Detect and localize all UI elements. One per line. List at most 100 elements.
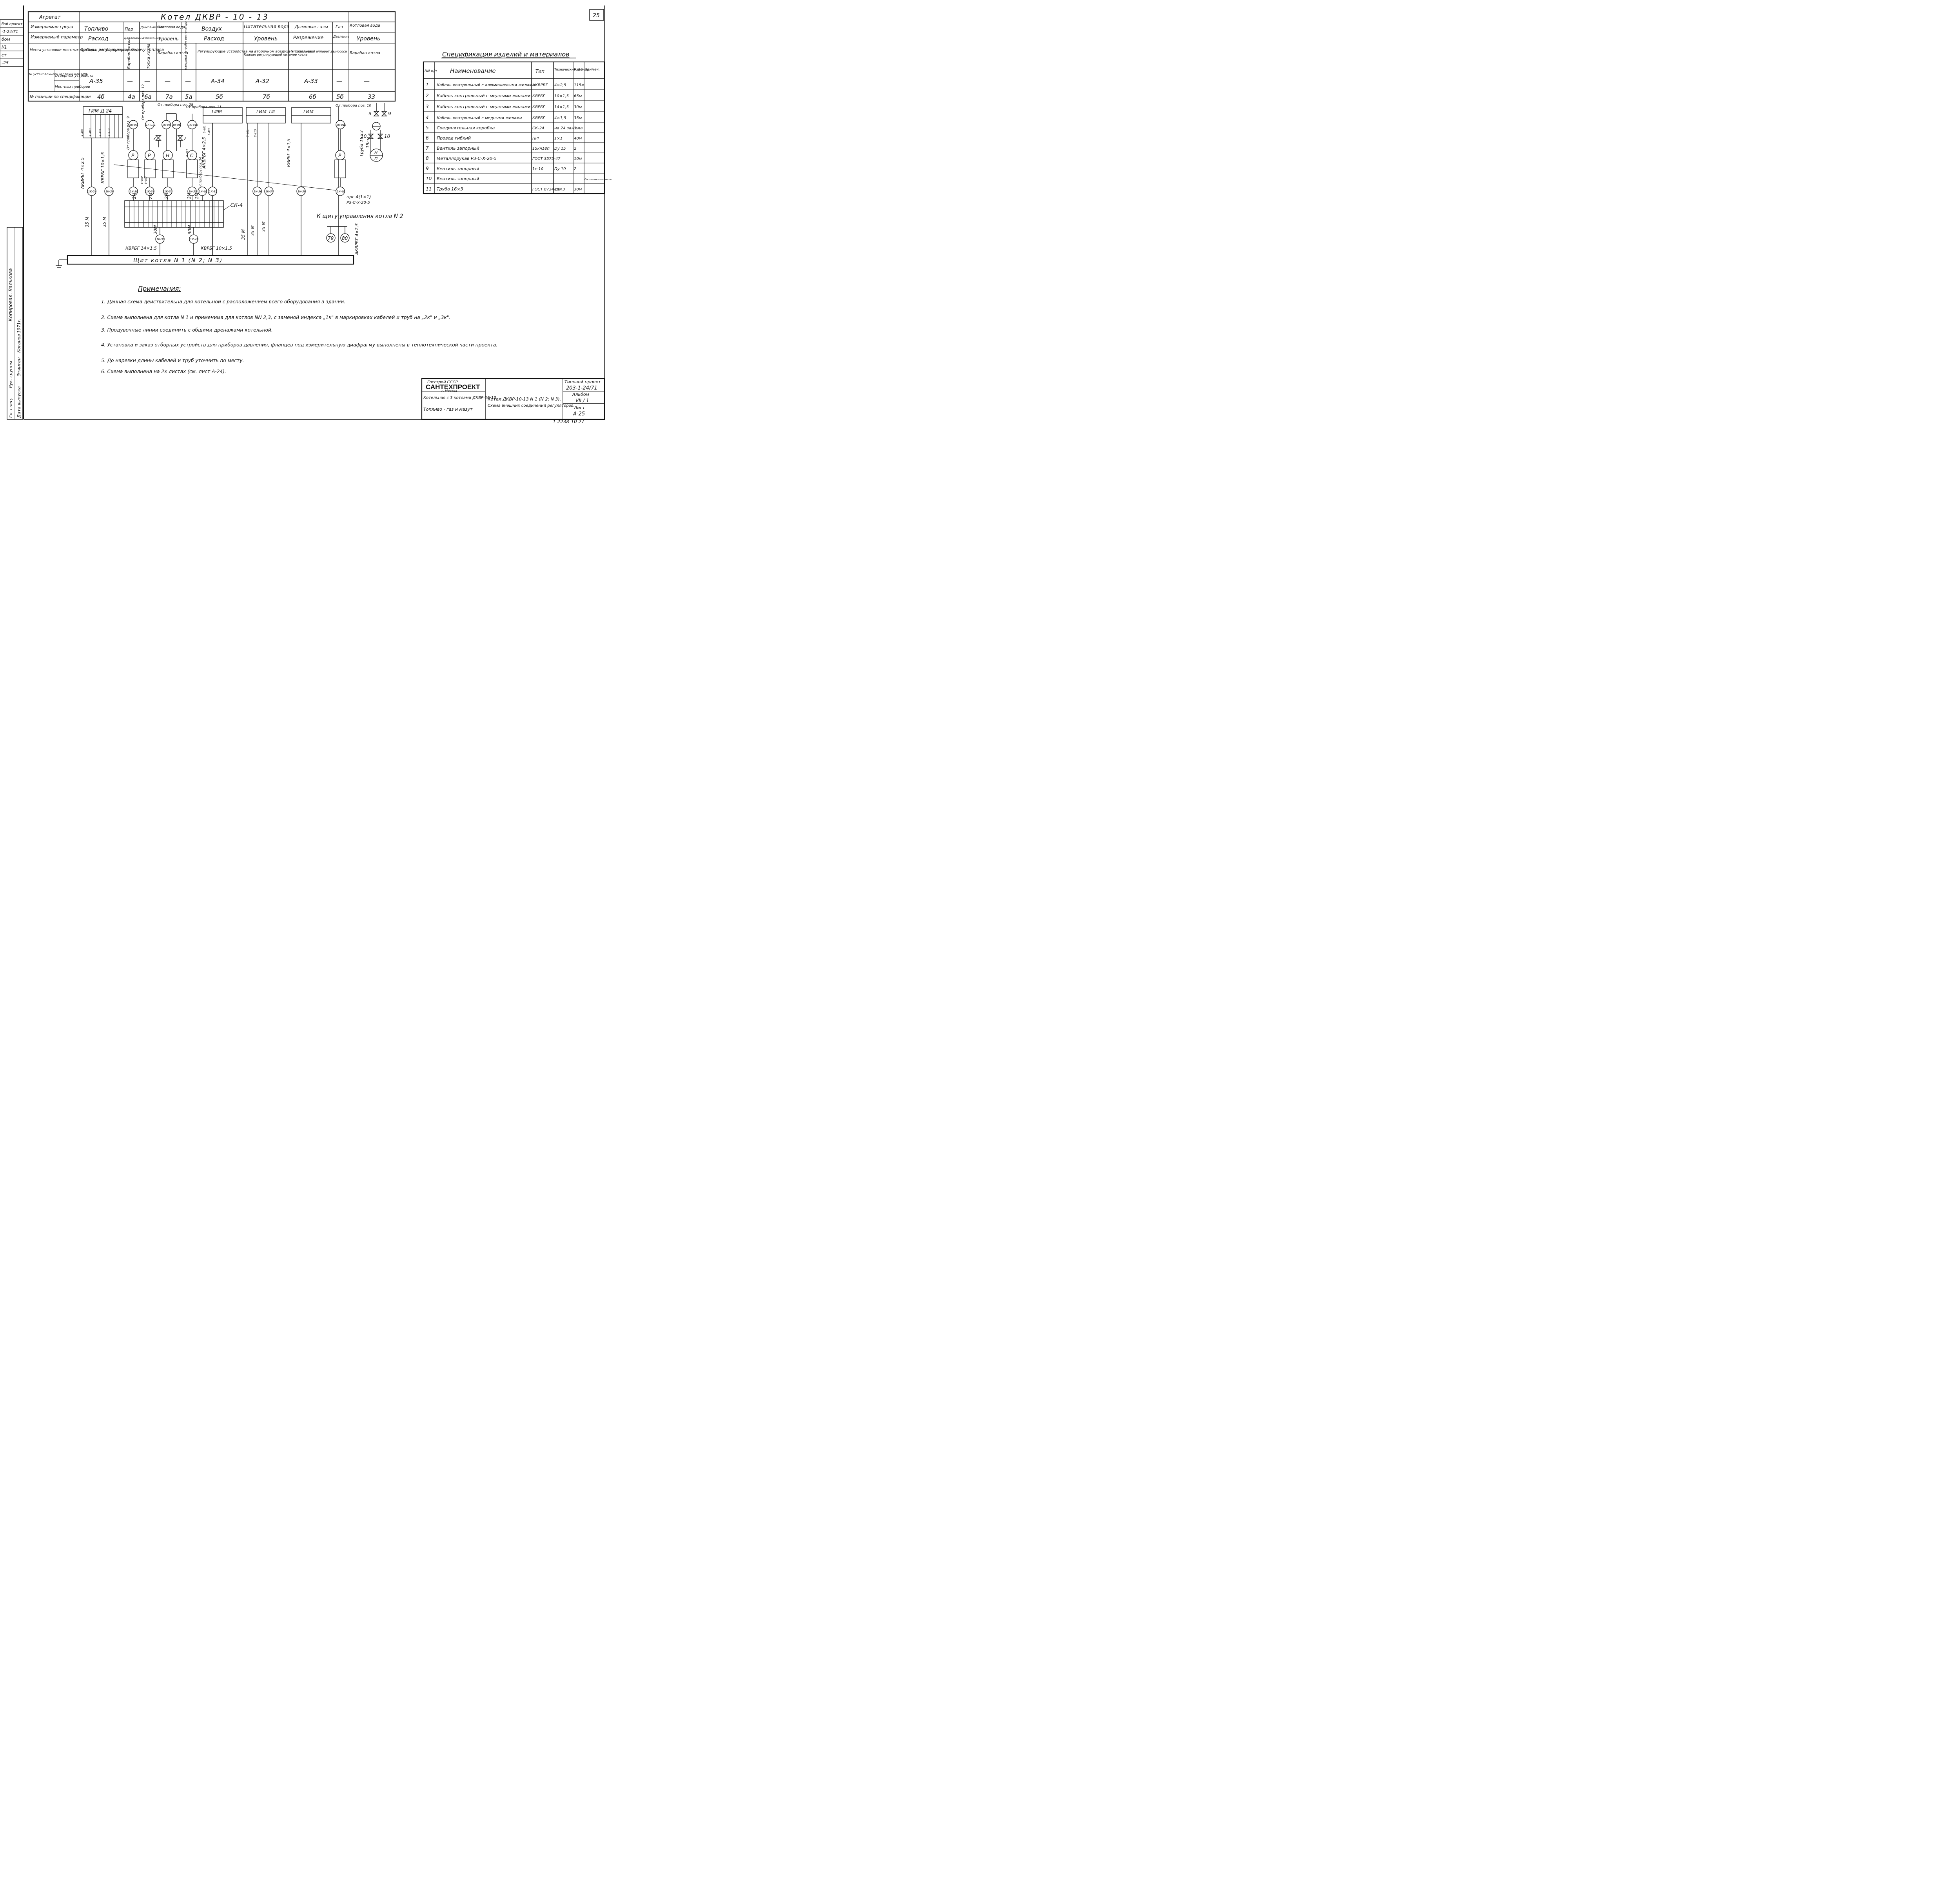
col3-drawing: — <box>144 78 150 85</box>
length-label-10: 2М <box>194 192 200 199</box>
col4-drawing: — <box>165 78 171 85</box>
col2-param: Давление <box>123 36 140 40</box>
spec-cell-r6-c2: Провод гибкий <box>437 136 471 141</box>
length-label-1: 35 М <box>85 217 90 227</box>
cable-label-d: КВРБГ 4×1,5 <box>286 138 291 167</box>
note-1: 1. Данная схема действительна для котель… <box>101 299 345 305</box>
strip-text-2: -1-24/71 <box>2 30 18 34</box>
col3-param: Разрежение <box>140 36 161 40</box>
spec-cell-r4-c5: 35м <box>574 116 582 120</box>
drawing-title-1: Котел ДКВР-10-13 N 1 (N 2; N 3). <box>488 397 561 402</box>
device-80: 80 <box>342 236 348 241</box>
sheet-value: А-25 <box>573 411 585 417</box>
wire-label-8: 7-401 <box>246 129 249 137</box>
wire-label-6: 6-407 <box>144 176 147 184</box>
length-label-9: 2М <box>187 192 192 199</box>
spec-cell-r10-c1: 10 <box>426 176 432 181</box>
spec-h-tech: Технические данные <box>554 68 589 71</box>
title-block: Госстрой СССР САНТЕХПРОЕКТ г. Москва Кот… <box>421 378 605 420</box>
tag-mid-10: 1К-37 <box>265 190 274 193</box>
spec-cell-r1-c1: 1 <box>426 82 429 87</box>
transmitters: Р Р Н С Р <box>127 150 346 187</box>
table-column-3: Дымовые газы Разрежение Топка котла — 6а <box>140 25 165 100</box>
col1-param: Расход <box>88 36 108 42</box>
strip-sign-3: Дата выпуска <box>16 386 22 418</box>
strip-text-6: -25 <box>2 60 9 65</box>
tag-mid-11: 1К-38 <box>298 190 306 193</box>
tag-mid-4: 1К-31 <box>146 190 154 193</box>
from-dev-10: От прибора поз. 10 <box>336 104 371 108</box>
spec-cell-r4-c1: 4 <box>426 115 429 120</box>
row-label-unit: Агрегат <box>39 15 61 20</box>
col3-pos: 6а <box>144 93 152 100</box>
spec-cell-r9-c4: Dу 10 <box>554 167 566 171</box>
spec-cell-r4-c3: КВРБГ <box>532 116 546 120</box>
length-label-7: 2М <box>148 192 153 199</box>
tag-circle-mid-11 <box>296 187 306 196</box>
note-3: 3. Продувочные линии соединить с общими … <box>101 327 273 333</box>
strip-sign-7: Копировал. Валькова <box>8 268 13 321</box>
spec-cell-r4-c4: 4×1,5 <box>554 116 566 120</box>
drawing-title-2: Схема внешних соединений регуляторов. <box>488 404 575 408</box>
from-dev-28: От прибора поз. 28 <box>158 103 193 107</box>
album-value: VII / 1 <box>575 398 589 403</box>
drawing-sheet: 25 1 2238-10 27 бой проект -1-24/71 бом … <box>0 5 612 424</box>
col4-param: Уровень <box>158 36 179 42</box>
org-line-3: г. Москва <box>441 389 457 393</box>
transmitter-3-letter: Н <box>166 153 169 158</box>
note-5: 5. До нарезки длины кабелей и труб уточн… <box>101 358 244 363</box>
wire-label-4: 4-411 <box>99 129 102 136</box>
spec-cell-r3-c2: Кабель контрольный с медными жилами <box>437 104 530 109</box>
table-column-9: Газ Давление — 5б <box>333 24 349 100</box>
length-label-3: 35 М <box>241 229 246 240</box>
spec-cell-r9-c5: 2 <box>574 167 576 171</box>
gauge-block-mid: ГИМ <box>203 107 243 123</box>
spec-cell-r7-c4: Dу 15 <box>554 147 566 151</box>
col1-media: Топливо <box>84 26 108 32</box>
col10-place: Барабан котла <box>350 51 380 55</box>
spec-cell-r1-c4: 4×2,5 <box>554 83 566 87</box>
album-label: Альбом <box>572 392 589 397</box>
board-label: Щит котла N 1 (N 2; N 3) <box>133 257 223 264</box>
tag-1k-013: 1К-013 <box>336 123 346 127</box>
spec-cell-r2-c5: 65м <box>574 94 582 98</box>
col10-param: Уровень <box>357 36 380 42</box>
col9-param: Давление <box>333 35 349 38</box>
table-column-4: Котловая вода Уровень Барабан котла — 7а <box>158 25 188 100</box>
box-label: СК-4 <box>230 203 243 208</box>
spec-h-name: Наименование <box>450 67 496 74</box>
col7-place: Клапан регулирующий питание котла <box>244 53 307 56</box>
transmitter-4-letter: С <box>190 153 194 158</box>
spec-cell-r7-c2: Вентиль запорный <box>437 146 479 151</box>
gauge-block-left: ГИМ-Д-24 <box>83 106 123 138</box>
transmitter-7-letter: П <box>374 156 377 161</box>
length-label-5: 35 М <box>261 221 266 232</box>
spec-cell-r6-c5: 40м <box>574 136 582 141</box>
tag-mid-9: 1К-36 <box>254 190 262 193</box>
col7-param: Уровень <box>254 36 278 42</box>
spec-cell-r3-c4: 14×1,5 <box>554 105 569 109</box>
spec-cell-r3-c3: КВРБГ <box>532 105 546 109</box>
spec-cell-r5-c4: на 24 зажима <box>554 126 583 131</box>
col8-place: Направляющий аппарат дымососа <box>289 50 347 53</box>
col2-media: Пар <box>125 27 133 32</box>
sheet-label: Лист <box>573 405 585 410</box>
spec-cell-r9-c2: Вентиль запорный <box>437 166 479 171</box>
sensor-tags-top: 1К-04 1К-011 1К-06 1К-06 1К-015 1К-013 <box>129 113 346 151</box>
col2-place: Барабан котла <box>127 38 131 69</box>
valve-9-right: 9 <box>388 111 391 116</box>
strip-text-5: ст <box>2 53 7 58</box>
tag-mid-6: 1К-33 <box>189 190 197 193</box>
tag-1k-06a: 1К-06 <box>162 123 171 127</box>
col8-pos: 6б <box>309 93 316 100</box>
col10-media: Котловая вода <box>350 24 380 28</box>
spec-cell-r3-c1: 3 <box>426 104 429 109</box>
junction-box: СК-4 <box>124 200 243 234</box>
col1-drawing: А-35 <box>89 78 103 85</box>
strip-sign-1: Гл. спец. <box>8 398 13 418</box>
transmitter-6-letter: Н <box>374 150 377 155</box>
spec-cell-r6-c4: 1×1 <box>554 136 563 141</box>
notes-title: Примечания: <box>138 285 181 292</box>
length-label-2: 35 М <box>102 217 107 227</box>
